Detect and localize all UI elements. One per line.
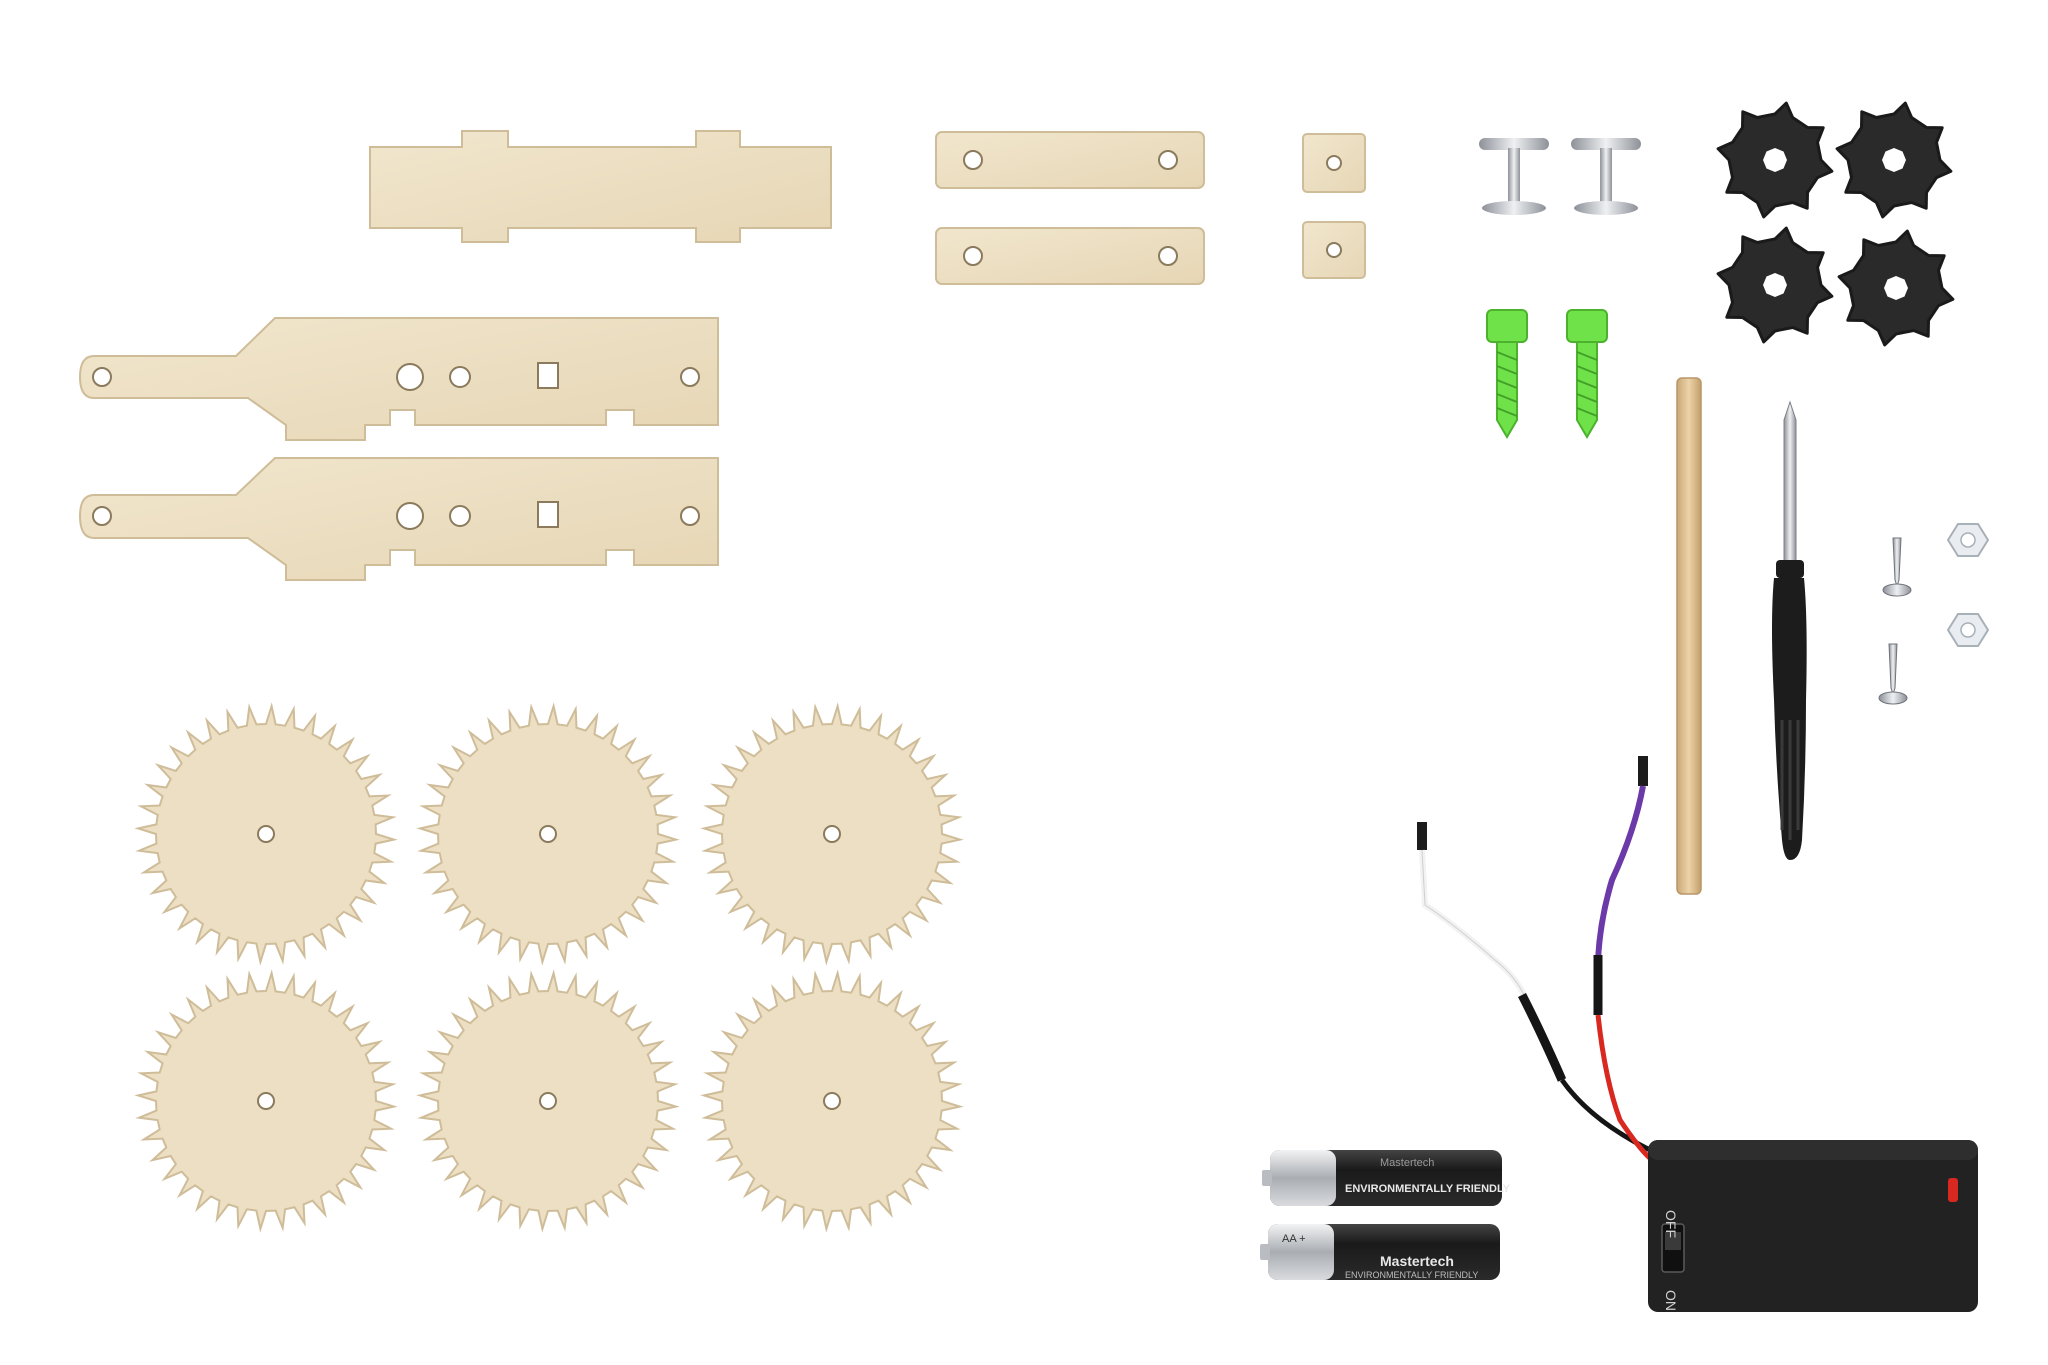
battery-slogan: ENVIRONMENTALLY FRIENDLY [1345,1183,1511,1195]
wooden-gear-icon [416,702,680,966]
wooden-gear-icon [700,702,964,966]
metal-pin-icon [1571,138,1641,215]
wooden-crossbar [369,130,832,243]
aa-battery: AA + Mastertech ENVIRONMENTALLY FRIENDLY [1260,1224,1500,1280]
foam-wheel-icon [1716,226,1834,344]
battery-type: AA + [1282,1233,1306,1245]
wooden-gear-icon [416,969,680,1233]
wooden-dowel [1676,377,1702,895]
foam-wheel-icon [1835,101,1953,219]
battery-slogan: ENVIRONMENTALLY FRIENDLY [1345,1270,1478,1280]
battery-box: ON OFF [1648,1140,1978,1312]
metal-pin-icon [1479,138,1549,215]
foam-wheel-icon [1716,101,1834,219]
battery-brand: Mastertech [1380,1253,1454,1269]
wooden-side-plate-top [78,317,719,441]
wooden-gear-icon [134,969,398,1233]
wood-screw-icon [1882,537,1912,597]
wooden-spacer [1302,133,1366,193]
wooden-gears [134,702,964,1233]
wood-screw-icon [1878,643,1908,705]
hex-nut-icon [1946,523,1990,557]
foam-wheels [1716,101,1955,347]
power-switch [1661,1223,1685,1273]
jumper-wires [1417,756,1654,1162]
hex-nut-icon [1946,613,1990,647]
battery-brand: Mastertech [1380,1157,1434,1169]
green-screw-icon [1486,309,1528,439]
switch-label-off: OFF [1663,1210,1679,1238]
wooden-link-top [935,131,1205,189]
screwdriver-icon [1772,400,1807,860]
wooden-gear-icon [700,969,964,1233]
wooden-spacer [1302,221,1366,279]
wooden-side-plate-bottom [78,457,719,581]
wooden-link-bottom [935,227,1205,285]
foam-wheel-icon [1837,229,1955,347]
wooden-gear-icon [134,702,398,966]
green-screw-icon [1566,309,1608,439]
aa-battery: ENVIRONMENTALLY FRIENDLY Mastertech [1262,1150,1511,1206]
switch-label-on: ON [1663,1290,1679,1311]
